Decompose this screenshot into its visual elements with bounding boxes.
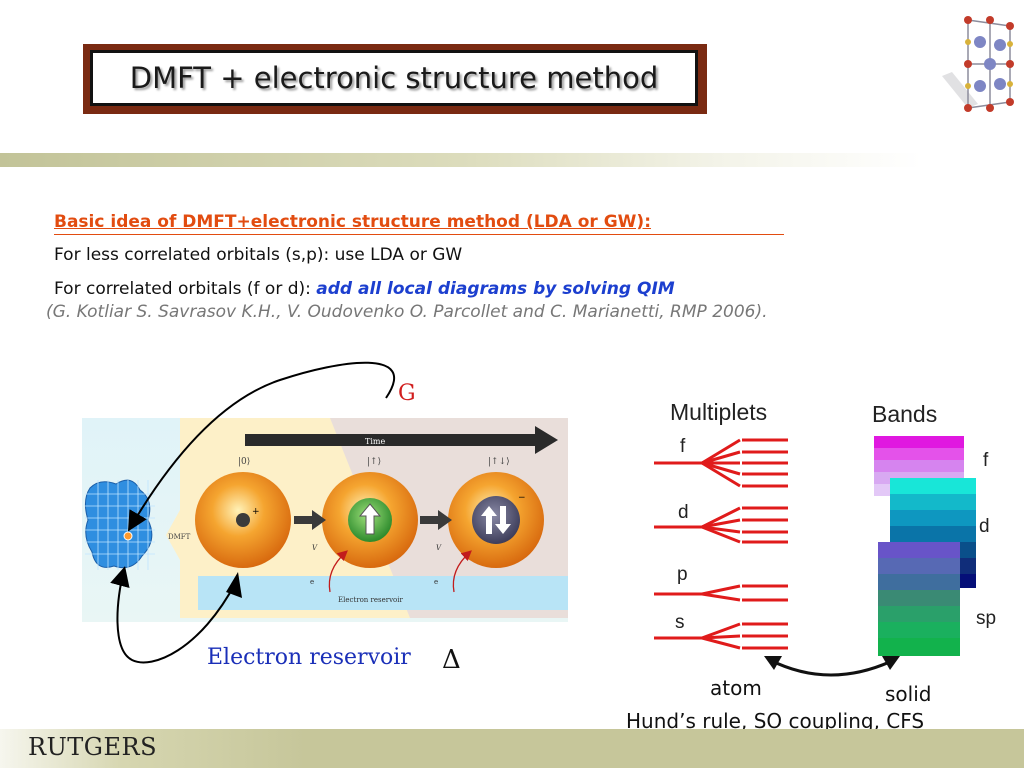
band-label-sp: sp — [976, 608, 996, 629]
multiplets-title: Multiplets — [670, 399, 767, 425]
state-label-2: |↑↓⟩ — [488, 457, 510, 467]
impurity-model-diagram: Time |0⟩ |↑⟩ |↑↓⟩ DMFT Electron reservoi… — [82, 361, 568, 675]
e-label-2: e — [434, 578, 438, 586]
svg-text:+: + — [252, 507, 260, 517]
state-label-1: |↑⟩ — [367, 457, 381, 467]
e-label-1: e — [310, 578, 314, 586]
solid-label: solid — [885, 682, 932, 706]
v-label-1: V — [312, 544, 318, 552]
orbital-label-d: d — [678, 502, 689, 523]
multiplet-p — [654, 584, 788, 602]
title-frame: DMFT + electronic structure method — [83, 44, 707, 114]
multiplet-f — [654, 438, 788, 488]
svg-text:−: − — [518, 493, 526, 503]
atom-label: atom — [710, 676, 762, 700]
bullet-line-1: For less correlated orbitals (s,p): use … — [54, 245, 463, 265]
section-heading: Basic idea of DMFT+electronic structure … — [54, 212, 651, 232]
g-label: G — [398, 381, 416, 406]
orbital-label-s: s — [675, 612, 685, 633]
bullet-line-2-highlight: add all local diagrams by solving QIM — [316, 279, 675, 299]
multiplet-s — [654, 622, 788, 650]
rutgers-logo: RUTGERS — [28, 733, 158, 761]
orbital-label-p: p — [677, 564, 688, 585]
decorative-stripe — [0, 153, 1024, 167]
heading-underline — [54, 234, 784, 235]
band-label-f: f — [983, 450, 989, 471]
time-label: Time — [365, 437, 385, 446]
band-label-d: d — [979, 516, 990, 537]
orbital-label-f: f — [680, 436, 686, 457]
dmft-label: DMFT — [168, 533, 191, 541]
bands-title: Bands — [872, 401, 937, 427]
slide-title: DMFT + electronic structure method — [129, 61, 659, 95]
v-label-2: V — [436, 544, 442, 552]
crystal-lattice-image — [942, 16, 1014, 112]
delta-arrow — [110, 566, 237, 664]
multiplets-bands-diagram: Multiplets Bands f d p s — [654, 399, 996, 677]
bullet-line-2: For correlated orbitals (f or d): add al… — [54, 279, 675, 299]
bullet-line-2-text: For correlated orbitals (f or d): — [54, 279, 317, 299]
footer-stripe — [0, 729, 1024, 768]
citation: (G. Kotliar S. Savrasov K.H., V. Oudoven… — [46, 302, 768, 322]
g-arrow — [127, 361, 395, 532]
state-label-0: |0⟩ — [238, 457, 250, 467]
multiplet-d — [654, 506, 788, 544]
reservoir-inner-label: Electron reservoir — [338, 596, 403, 604]
electron-reservoir-label: Electron reservoir — [207, 645, 411, 670]
delta-label: Δ — [442, 645, 461, 675]
band-sp — [878, 542, 960, 656]
